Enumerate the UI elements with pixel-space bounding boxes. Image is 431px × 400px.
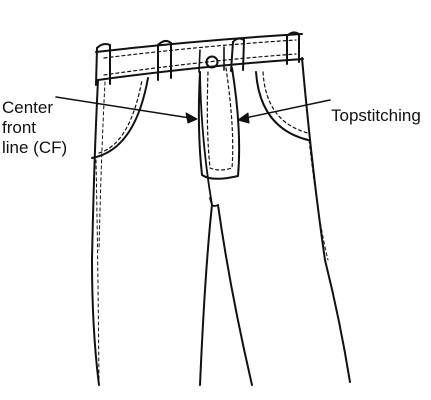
right-inner-seam <box>217 204 253 386</box>
cf-pointer-line <box>55 96 191 119</box>
right-pocket <box>255 71 309 141</box>
center-front-line <box>199 71 213 206</box>
left-pocket <box>91 77 149 159</box>
right-outer-seam <box>301 57 351 383</box>
left-inner-seam <box>199 204 213 386</box>
belt-loop-center-left <box>157 42 172 81</box>
belt-loop-left <box>95 44 111 86</box>
center-front-label: Center front line (CF) <box>2 98 67 158</box>
fly-topstitching <box>206 67 234 171</box>
center-front-label-line-2: front <box>2 118 37 137</box>
cf-pointer-arrow <box>185 112 198 124</box>
center-front-label-line-1: Center <box>2 98 54 117</box>
belt-loop-center-right <box>230 39 245 72</box>
belt-loop-right <box>286 33 300 65</box>
topstitching-pointer-line <box>244 99 331 119</box>
left-outer-seam <box>91 79 100 386</box>
waistband-top <box>95 33 303 53</box>
topstitching-label: Topstitching <box>331 106 421 125</box>
waistband-bottom <box>97 58 304 81</box>
fly-outline <box>197 67 241 180</box>
waistband-stitch-top <box>103 39 297 59</box>
button <box>205 55 219 69</box>
topstitching-pointer-arrow <box>237 112 250 124</box>
center-front-label-line-3: line (CF) <box>2 138 68 157</box>
